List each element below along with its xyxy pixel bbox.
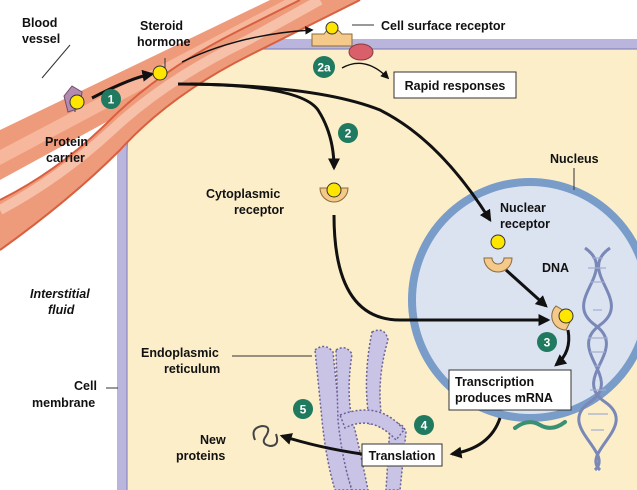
svg-text:1: 1 (108, 93, 115, 107)
step-badge-1: 1 (101, 89, 121, 109)
transcription-line-1: Transcription (455, 375, 534, 389)
step-badge-4: 4 (414, 415, 434, 435)
hormone-on-carrier (69, 94, 85, 110)
mrna-strand (513, 420, 567, 430)
label-er-1: Endoplasmic (141, 346, 219, 360)
arrow-to-cell-surface-receptor (181, 26, 314, 63)
translation-text: Translation (369, 449, 436, 463)
step-badge-2: 2 (338, 123, 358, 143)
label-interstitial-fluid-2: fluid (48, 303, 75, 317)
cell-surface-receptor (311, 21, 374, 61)
blood-vessel-edge-top (0, 0, 301, 201)
label-cytoplasmic-receptor-2: receptor (234, 203, 284, 217)
rapid-responses-text: Rapid responses (405, 79, 506, 93)
label-nuclear-receptor-2: receptor (500, 217, 550, 231)
g-protein-shape (348, 43, 374, 61)
label-cytoplasmic-receptor-1: Cytoplasmic (206, 187, 280, 201)
svg-text:2a: 2a (317, 61, 331, 75)
receptor-dna-complex (551, 305, 574, 331)
step-badge-3: 3 (537, 332, 557, 352)
label-er-2: reticulum (164, 362, 220, 376)
blood-vessel-highlight (0, 0, 323, 215)
arrow-translation-to-proteins (279, 433, 363, 456)
protein-carrier (63, 85, 85, 113)
nuclear-receptor (483, 234, 513, 273)
label-blood-vessel-2: vessel (22, 32, 60, 46)
svg-text:2: 2 (345, 127, 352, 141)
arrow-nuclear-to-dna (504, 268, 548, 308)
arrow-to-rapid-responses (341, 62, 390, 80)
label-cell-membrane-1: Cell (74, 379, 97, 393)
label-steroid-hormone-2: hormone (137, 35, 191, 49)
arrow-dna-to-transcription (554, 329, 571, 367)
arrow-carrier-to-hormone (91, 69, 155, 100)
label-blood-vessel-1: Blood (22, 16, 57, 30)
step-badge-2a: 2a (313, 56, 335, 78)
label-interstitial-fluid-1: Interstitial (30, 287, 90, 301)
cytoplasmic-receptor (319, 182, 349, 203)
svg-text:4: 4 (421, 419, 428, 433)
svg-text:3: 3 (544, 336, 551, 350)
label-protein-carrier-2: carrier (46, 151, 85, 165)
label-dna: DNA (542, 261, 569, 275)
blood-vessel-leader (41, 44, 71, 79)
transcription-line-2: produces mRNA (455, 391, 553, 405)
label-cell-membrane-2: membrane (32, 396, 95, 410)
label-protein-carrier-1: Protein (45, 135, 88, 149)
steroid-hormone-molecule (152, 65, 168, 81)
label-new-proteins-1: New (200, 433, 226, 447)
new-protein-shape (252, 424, 279, 448)
arrow-cytoplasmic-to-dna (332, 214, 551, 326)
label-steroid-hormone-1: Steroid (140, 19, 183, 33)
label-nuclear-receptor-1: Nuclear (500, 201, 546, 215)
endoplasmic-reticulum (314, 329, 407, 490)
transcription-box: Transcription produces mRNA (448, 369, 572, 411)
rapid-responses-box: Rapid responses (393, 71, 517, 99)
arrow-mrna-to-translation (449, 417, 502, 459)
label-nucleus: Nucleus (550, 152, 599, 166)
label-new-proteins-2: proteins (176, 449, 225, 463)
svg-text:5: 5 (300, 403, 307, 417)
arrow-to-nuclear-receptor (189, 82, 492, 223)
label-cell-surface-receptor: Cell surface receptor (381, 19, 505, 33)
step-badge-5: 5 (293, 399, 313, 419)
nucleus (408, 178, 637, 422)
blood-vessel-edge-bottom (0, 0, 361, 251)
translation-box: Translation (361, 443, 443, 467)
dna-helix (577, 246, 618, 472)
